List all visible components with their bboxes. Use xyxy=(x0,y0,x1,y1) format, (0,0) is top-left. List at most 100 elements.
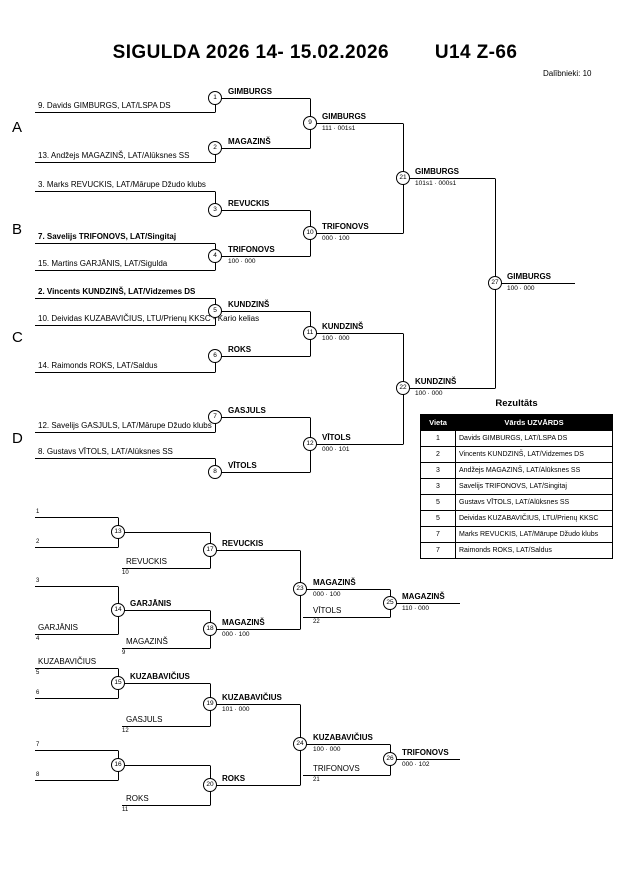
winner-label-m6: ROKS xyxy=(228,345,252,354)
winner-label-m9: GIMBURGS xyxy=(322,112,366,121)
match-node-24: 24 xyxy=(293,737,307,751)
match-node-6: 6 xyxy=(208,349,222,363)
winner-label-m2: MAGAZINŠ xyxy=(228,137,271,146)
tick-t22: 22 xyxy=(313,619,320,625)
winner-label-m8: VĪTOLS xyxy=(228,461,257,470)
name-cell: Raimonds ROKS, LAT/Saldus xyxy=(455,542,613,559)
match-node-5: 5 xyxy=(208,304,222,318)
entry-roks: 14. Raimonds ROKS, LAT/Saldus xyxy=(38,361,158,370)
match-score-m11: 100 · 000 xyxy=(322,335,350,342)
tick-t4: 4 xyxy=(36,636,40,642)
entry-gimburgs: 9. Davids GIMBURGS, LAT/LSPA DS xyxy=(38,101,171,110)
match-node-21: 21 xyxy=(396,171,410,185)
place-cell: 7 xyxy=(420,526,456,543)
match-node-2: 2 xyxy=(208,141,222,155)
name-cell: Deividas KUZABAVIČIUS, LTU/Prienų KKSC xyxy=(455,510,613,527)
name-cell: Gustavs VĪTOLS, LAT/Alūksnes SS xyxy=(455,494,613,511)
results-row: 3 Savelijs TRIFONOVS, LAT/Singitaj xyxy=(420,478,613,495)
match-node-20: 20 xyxy=(203,778,217,792)
place-cell: 7 xyxy=(420,542,456,559)
page-title: SIGULDA 2026 14- 15.02.2026 U14 Z-66 xyxy=(0,42,630,64)
match-node-18: 18 xyxy=(203,622,217,636)
name-cell: Marks REVUCKIS, LAT/Mārupe Džudo klubs xyxy=(455,526,613,543)
match-node-25: 25 xyxy=(383,596,397,610)
results-row: 5 Gustavs VĪTOLS, LAT/Alūksnes SS xyxy=(420,494,613,511)
name-cell: Davids GIMBURGS, LAT/LSPA DS xyxy=(455,430,613,447)
results-row: 5 Deividas KUZABAVIČIUS, LTU/Prienų KKSC xyxy=(420,510,613,527)
entry-trifonovs: 7. Savelijs TRIFONOVS, LAT/Singitaj xyxy=(38,232,177,241)
match-node-26: 26 xyxy=(383,752,397,766)
tick-t21: 21 xyxy=(313,777,320,783)
winner-label-m20: ROKS xyxy=(222,774,246,783)
results-panel: Rezultāts Vieta Vārds UZVĀRDS 1 Davids G… xyxy=(420,398,613,559)
match-score-m22: 100 · 000 xyxy=(415,390,443,397)
match-score-m27: 100 · 000 xyxy=(507,285,535,292)
winner-label-m22: KUNDZINŠ xyxy=(415,377,457,386)
match-node-13: 13 xyxy=(111,525,125,539)
winner-label-m15: KUZABAVIČIUS xyxy=(130,672,190,681)
drop-label-revuckis: REVUCKIS xyxy=(126,557,167,566)
match-node-14: 14 xyxy=(111,603,125,617)
match-node-8: 8 xyxy=(208,465,222,479)
winner-label-m24: KUZABAVIČIUS xyxy=(313,733,373,742)
winner-label-m1: GIMBURGS xyxy=(228,87,272,96)
tick-t5: 5 xyxy=(36,670,40,676)
pool-label-d: D xyxy=(12,430,23,447)
match-node-4: 4 xyxy=(208,249,222,263)
match-node-12: 12 xyxy=(303,437,317,451)
tick-t8: 8 xyxy=(36,772,40,778)
winner-label-m5: KUNDZINŠ xyxy=(228,300,270,309)
tick-t10: 10 xyxy=(122,570,129,576)
entry-vitols: 8. Gustavs VĪTOLS, LAT/Alūksnes SS xyxy=(38,447,173,456)
drop-label-roks: ROKS xyxy=(126,794,149,803)
entry-revuckis: 3. Marks REVUCKIS, LAT/Mārupe Džudo klub… xyxy=(38,180,206,189)
repechage-entry-lines xyxy=(35,517,390,806)
results-row: 7 Marks REVUCKIS, LAT/Mārupe Džudo klubs xyxy=(420,526,613,543)
tick-t1: 1 xyxy=(36,509,40,515)
match-node-1: 1 xyxy=(208,91,222,105)
match-score-m4: 100 · 000 xyxy=(228,258,256,265)
match-score-m19: 101 · 000 xyxy=(222,706,250,713)
match-score-m25: 110 · 000 xyxy=(402,605,429,612)
match-node-23: 23 xyxy=(293,582,307,596)
tick-t12: 12 xyxy=(122,728,129,734)
pool-label-a: A xyxy=(12,119,23,136)
match-node-22: 22 xyxy=(396,381,410,395)
winner-label-m14: GARJĀNIS xyxy=(130,599,172,608)
pool-label-c: C xyxy=(12,329,23,346)
results-table: Vieta Vārds UZVĀRDS 1 Davids GIMBURGS, L… xyxy=(420,414,613,559)
participants-count: Dalībnieki: 10 xyxy=(543,69,592,78)
match-score-m21: 101s1 · 000s1 xyxy=(415,180,457,187)
place-cell: 3 xyxy=(420,462,456,479)
pool-label-b: B xyxy=(12,221,23,238)
match-node-27: 27 xyxy=(488,276,502,290)
tick-t9: 9 xyxy=(122,650,126,656)
winner-label-m7: GASJULS xyxy=(228,406,266,415)
place-cell: 1 xyxy=(420,430,456,447)
tick-t11: 11 xyxy=(122,807,129,813)
match-score-m23: 000 · 100 xyxy=(313,591,341,598)
name-cell: Savelijs TRIFONOVS, LAT/Singitaj xyxy=(455,478,613,495)
name-cell: Vincents KUNDZINŠ, LAT/Vidzemes DS xyxy=(455,446,613,463)
name-cell: Andžejs MAGAZINŠ, LAT/Alūksnes SS xyxy=(455,462,613,479)
match-node-19: 19 xyxy=(203,697,217,711)
match-node-16: 16 xyxy=(111,758,125,772)
winner-label-m21: GIMBURGS xyxy=(415,167,459,176)
winner-label-m27: GIMBURGS xyxy=(507,272,551,281)
tick-t6: 6 xyxy=(36,690,40,696)
match-score-m24: 100 · 000 xyxy=(313,746,341,753)
drop-label-gasjuls: GASJULS xyxy=(126,715,163,724)
main-entry-lines xyxy=(35,112,215,459)
results-col-name: Vārds UZVĀRDS xyxy=(455,414,613,431)
winner-label-m17: REVUCKIS xyxy=(222,539,264,548)
entry-garjanis: 15. Martins GARJĀNIS, LAT/Sigulda xyxy=(38,259,168,268)
winner-label-m18: MAGAZINŠ xyxy=(222,618,265,627)
entry-magazins: 13. Andžejs MAGAZINŠ, LAT/Alūksnes SS xyxy=(38,151,190,160)
match-node-15: 15 xyxy=(111,676,125,690)
drop-label-trifonovs: TRIFONOVS xyxy=(313,764,360,773)
match-node-11: 11 xyxy=(303,326,317,340)
place-cell: 5 xyxy=(420,510,456,527)
match-score-m26: 000 · 102 xyxy=(402,761,430,768)
results-title: Rezultāts xyxy=(495,398,538,409)
winner-label-m3: REVUCKIS xyxy=(228,199,270,208)
